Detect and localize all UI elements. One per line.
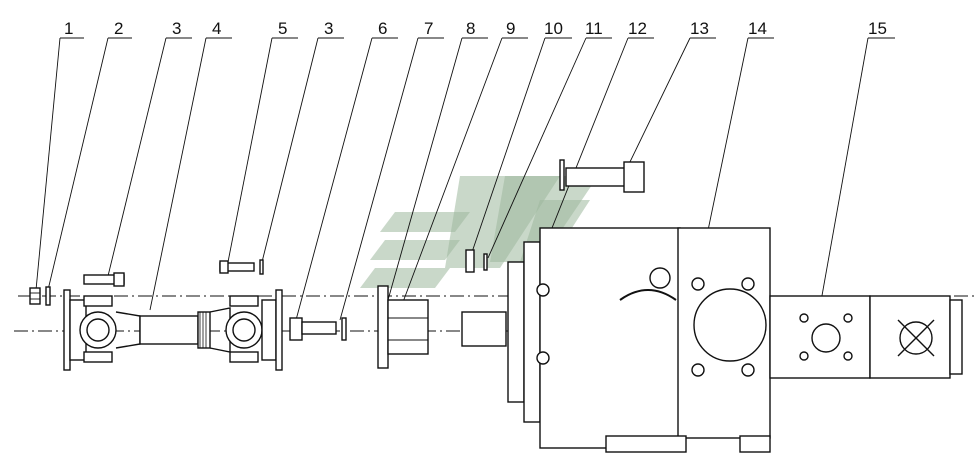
pump-body: [507, 227, 771, 453]
callout-3b: 3: [324, 19, 333, 38]
callout-5: 5: [278, 19, 287, 38]
callout-8: 8: [466, 19, 475, 38]
callout-1: 1: [64, 19, 73, 38]
callout-9: 9: [506, 19, 515, 38]
washer-7: [341, 317, 347, 341]
motor-part: [769, 295, 963, 379]
washer-11: [483, 253, 488, 271]
washer-3: [259, 259, 264, 275]
drive-shaft: [63, 289, 283, 371]
callout-labels: 1 2 3 4 5 3 6 7 8 9 10 11 12 13 14 15: [64, 19, 887, 38]
callout-13: 13: [690, 19, 709, 38]
bolt-13: [559, 159, 645, 193]
callout-7: 7: [424, 19, 433, 38]
callout-10: 10: [544, 19, 563, 38]
nut-part: [29, 287, 41, 305]
key-10: [465, 249, 475, 273]
callout-11: 11: [585, 19, 603, 38]
callout-4: 4: [212, 19, 221, 38]
leader-lines: [35, 37, 895, 321]
callout-14: 14: [748, 19, 767, 38]
nut-6: [289, 317, 303, 341]
bolt-part: [83, 272, 125, 287]
callout-12: 12: [628, 19, 647, 38]
washer-part: [45, 286, 51, 306]
callout-15: 15: [868, 19, 887, 38]
pump-shaft: [461, 311, 507, 347]
callout-3: 3: [172, 19, 181, 38]
callout-6: 6: [378, 19, 387, 38]
stud-part: [301, 321, 337, 335]
callout-2: 2: [114, 19, 123, 38]
bolt-5: [219, 260, 255, 274]
flange-part: [377, 285, 429, 369]
